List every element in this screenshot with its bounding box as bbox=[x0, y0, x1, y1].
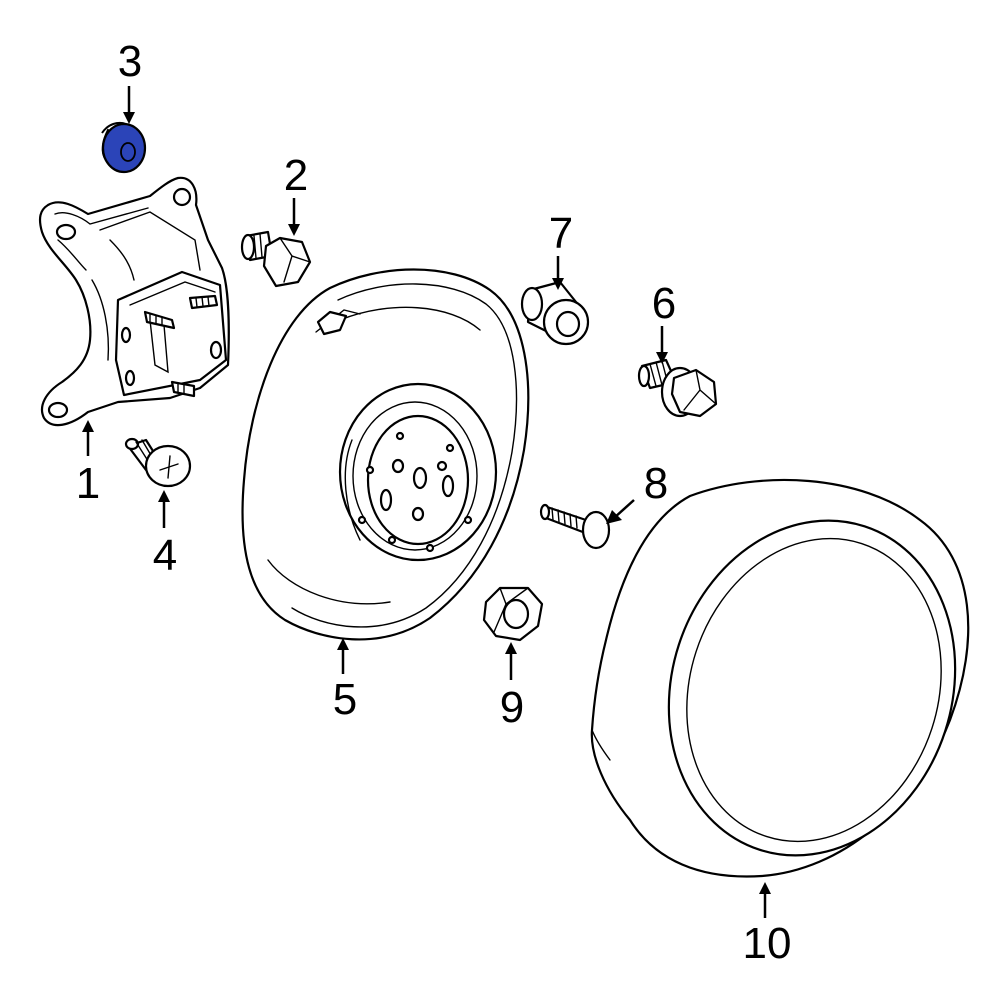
callout-7: 7 bbox=[549, 209, 573, 258]
callout-2: 2 bbox=[284, 151, 308, 200]
part-6-flange-bolt[interactable] bbox=[637, 358, 718, 418]
callout-4: 4 bbox=[153, 531, 177, 580]
callout-9: 9 bbox=[500, 683, 524, 732]
part-5-backing-plate[interactable] bbox=[241, 268, 530, 641]
callout-5: 5 bbox=[333, 675, 357, 724]
part-7-spacer[interactable] bbox=[520, 280, 590, 346]
callout-arrows bbox=[82, 86, 771, 918]
part-2-bolt[interactable] bbox=[240, 230, 312, 288]
callout-3: 3 bbox=[118, 37, 142, 86]
callout-8: 8 bbox=[644, 459, 668, 508]
callout-10: 10 bbox=[743, 919, 792, 968]
part-9-hex-nut[interactable] bbox=[482, 586, 544, 642]
part-1-carrier-bracket[interactable] bbox=[38, 176, 230, 427]
part-8-stud[interactable] bbox=[539, 503, 611, 550]
part-4-screw[interactable] bbox=[124, 437, 192, 488]
callout-labels: 3 2 7 6 1 8 4 5 9 10 bbox=[76, 37, 792, 968]
part-10-tire-cover[interactable] bbox=[590, 478, 998, 893]
callout-1: 1 bbox=[76, 459, 100, 508]
part-3-nut[interactable] bbox=[101, 121, 147, 174]
arrow-8 bbox=[613, 499, 635, 519]
callout-6: 6 bbox=[652, 279, 676, 328]
